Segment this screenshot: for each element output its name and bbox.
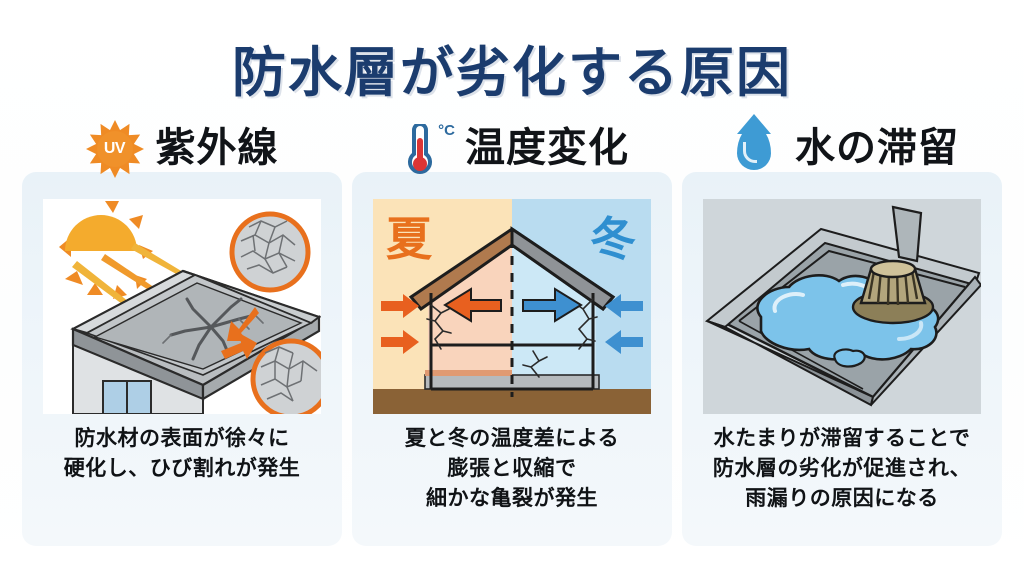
illustration-cracked-rooftop bbox=[43, 199, 321, 414]
panel-temperature-heading: 温度変化 bbox=[465, 126, 629, 170]
panel-water-caption: 水たまりが滞留することで 防水層の劣化が促進され、 雨漏りの原因になる bbox=[692, 424, 992, 513]
caption-line: 雨漏りの原因になる bbox=[745, 486, 939, 510]
caption-line: 膨張と収縮で bbox=[447, 456, 577, 480]
sun-uv-label: UV bbox=[96, 131, 133, 167]
summer-label: 夏 bbox=[386, 213, 433, 265]
illustration-house-cross-section: 夏 冬 bbox=[373, 199, 651, 414]
sun-uv-icon: UV bbox=[85, 120, 144, 178]
caption-line: 水たまりが滞留することで bbox=[713, 427, 971, 450]
caption-line: 防水材の表面が徐々に bbox=[74, 427, 290, 450]
thermometer-unit-label: °C bbox=[438, 122, 455, 139]
thermometer-icon: °C bbox=[395, 120, 455, 178]
panel-uv-heading: 紫外線 bbox=[155, 126, 279, 170]
panel-uv-caption: 防水材の表面が徐々に 硬化し、ひび割れが発生 bbox=[32, 424, 332, 484]
caption-line: 細かな亀裂が発生 bbox=[426, 486, 598, 510]
illustration-roof-puddle bbox=[703, 199, 981, 414]
panel-water: 水の滞留 bbox=[682, 126, 1002, 546]
caption-line: 硬化し、ひび割れが発生 bbox=[63, 456, 301, 480]
water-drop-icon bbox=[725, 120, 783, 178]
panel-water-heading: 水の滞留 bbox=[795, 126, 959, 170]
page-title: 防水層が劣化する原因 bbox=[232, 43, 792, 103]
panel-temperature: °C 温度変化 夏 冬 bbox=[352, 122, 672, 546]
panel-uv-header: UV 紫外線 bbox=[22, 118, 342, 180]
panel-water-header: 水の滞留 bbox=[682, 118, 1002, 180]
caption-line: 夏と冬の温度差による bbox=[404, 427, 620, 450]
panel-temperature-header: °C 温度変化 bbox=[352, 118, 672, 180]
caption-line: 防水層の劣化が促進され、 bbox=[712, 456, 972, 480]
panel-temperature-caption: 夏と冬の温度差による 膨張と収縮で 細かな亀裂が発生 bbox=[362, 424, 662, 513]
winter-label: 冬 bbox=[590, 213, 636, 265]
panel-uv: UV 紫外線 bbox=[22, 120, 342, 546]
